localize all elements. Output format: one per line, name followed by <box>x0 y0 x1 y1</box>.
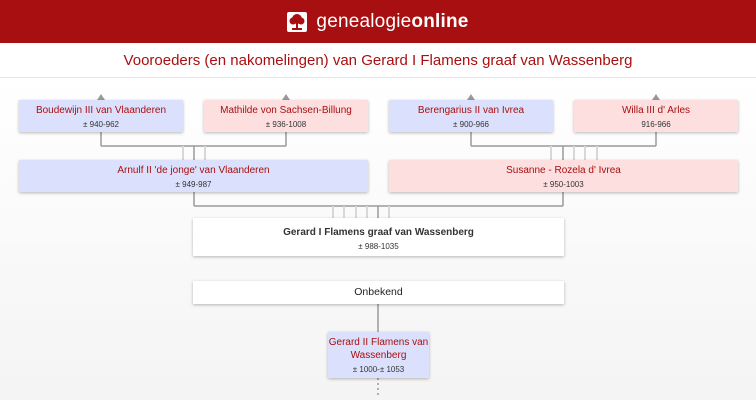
grandparent-card[interactable]: Mathilde von Sachsen-Billung ± 936-1008 <box>204 100 368 132</box>
brand-name: genealogieonline <box>316 11 468 33</box>
person-name: Susanne - Rozela d' Ivrea <box>506 165 621 176</box>
person-dates: ± 936-1008 <box>265 120 307 129</box>
person-dates: ± 900-966 <box>453 120 489 129</box>
subject-person-card[interactable]: Gerard I Flamens graaf van Wassenberg ± … <box>193 218 564 256</box>
grandparent-card[interactable]: Berengarius II van Ivrea ± 900-966 <box>389 100 553 132</box>
person-name: Willa III d' Arles <box>621 105 691 116</box>
spouse-card[interactable]: Onbekend <box>193 281 564 304</box>
person-name: Berengarius II van Ivrea <box>417 105 525 116</box>
father-card[interactable]: Arnulf II 'de jonge' van Vlaanderen ± 94… <box>19 160 368 192</box>
expand-ancestors-arrow-icon[interactable] <box>97 94 105 100</box>
grandparent-card[interactable]: Willa III d' Arles 916-966 <box>574 100 738 132</box>
expand-ancestors-arrow-icon[interactable] <box>652 94 660 100</box>
person-name: Gerard II Flamens van Wassenberg <box>328 337 429 361</box>
expand-ancestors-arrow-icon[interactable] <box>467 94 475 100</box>
person-name: Onbekend <box>354 286 403 298</box>
family-tree-logo-icon <box>287 11 308 32</box>
person-dates: 916-966 <box>641 120 671 129</box>
child-card[interactable]: Gerard II Flamens van Wassenberg ± 1000-… <box>328 332 429 378</box>
person-dates: ± 940-962 <box>83 120 119 129</box>
grandparent-card[interactable]: Boudewijn III van Vlaanderen ± 940-962 <box>19 100 183 132</box>
brand-prefix: genealogie <box>316 10 412 32</box>
expand-ancestors-arrow-icon[interactable] <box>282 94 290 100</box>
person-dates: ± 949-987 <box>175 180 212 189</box>
person-dates: ± 988-1035 <box>358 242 399 251</box>
site-header: genealogieonline <box>0 0 756 43</box>
title-band: Vooroeders (en nakomelingen) van Gerard … <box>0 43 756 78</box>
person-name: Boudewijn III van Vlaanderen <box>35 105 167 116</box>
mother-card[interactable]: Susanne - Rozela d' Ivrea ± 950-1003 <box>389 160 738 192</box>
person-name: Mathilde von Sachsen-Billung <box>220 105 352 116</box>
brand-suffix: online <box>411 10 469 32</box>
person-name: Arnulf II 'de jonge' van Vlaanderen <box>117 165 270 176</box>
person-name: Gerard I Flamens graaf van Wassenberg <box>283 227 474 238</box>
person-dates: ± 1000-± 1053 <box>352 365 405 374</box>
brand-logo[interactable]: genealogieonline <box>287 11 468 33</box>
page-title: Vooroeders (en nakomelingen) van Gerard … <box>123 51 633 69</box>
person-dates: ± 950-1003 <box>543 180 584 189</box>
